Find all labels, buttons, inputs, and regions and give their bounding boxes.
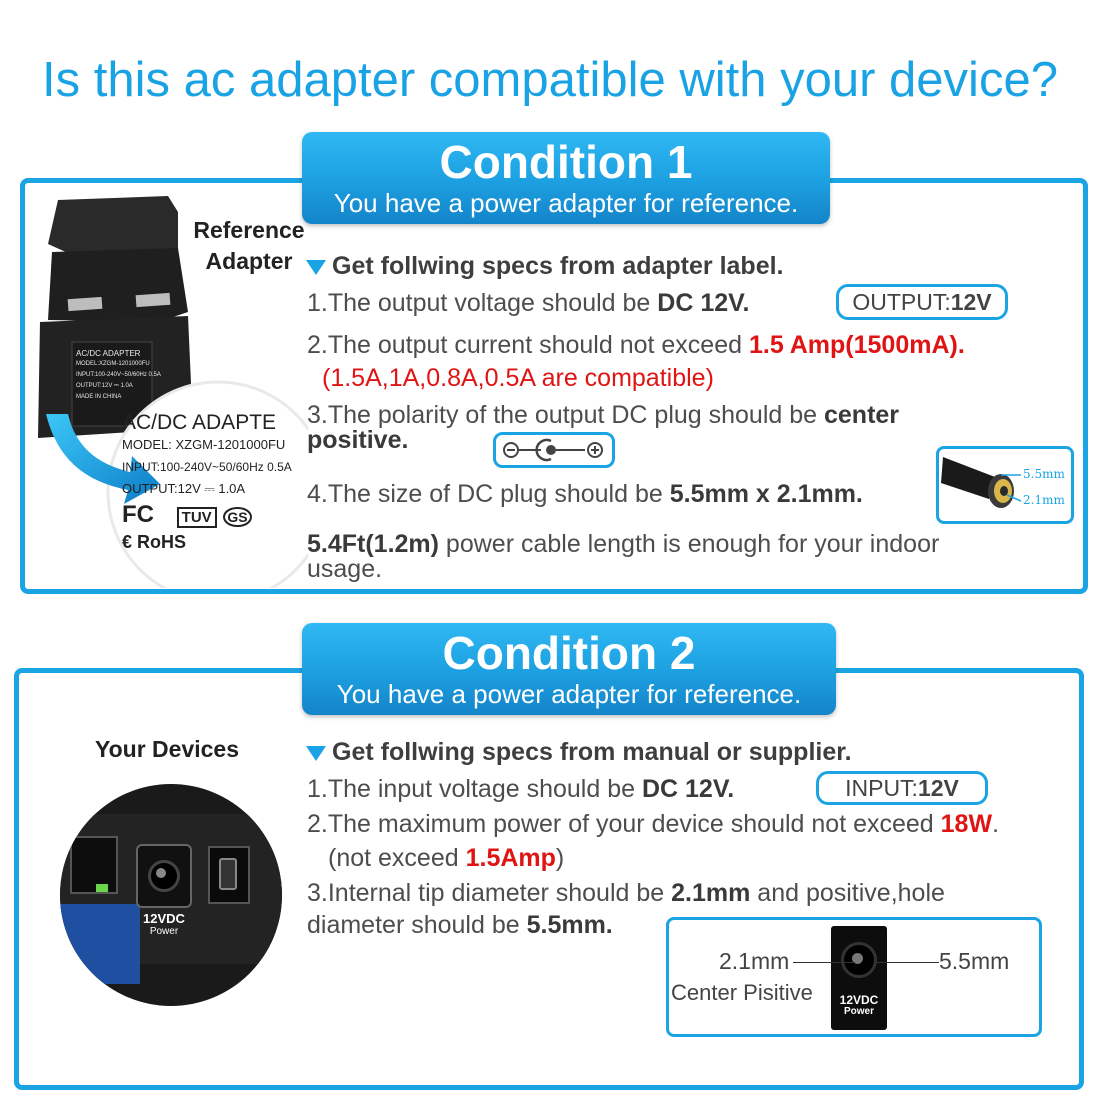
device-photo: 12VDC Power: [60, 784, 282, 1006]
c2-item-2-note-text: (not exceed: [328, 844, 466, 872]
input-badge-value: 12V: [917, 775, 959, 801]
adapter-small-label: AC/DC ADAPTER MODEL:XZGM-1201000FU INPUT…: [76, 348, 161, 403]
c2-item-2-note-end: ): [555, 844, 565, 872]
zoom-input: INPUT:100-240V~50/60Hz 0.5A: [122, 460, 292, 474]
down-triangle-icon: [306, 259, 326, 275]
zoom-model: MODEL: XZGM-1201000FU: [122, 437, 286, 452]
c2-item-2: 2.The maximum power of your device shoul…: [307, 810, 999, 839]
ac-adapter-icon: [38, 196, 308, 588]
c1-item-2-text: 2.The output current should not exceed: [307, 331, 749, 359]
c2-item-2-text: 2.The maximum power of your device shoul…: [307, 810, 941, 838]
page-headline: Is this ac adapter compatible with your …: [42, 53, 1058, 107]
zoom-title: AC/DC ADAPTE: [122, 411, 277, 434]
output-voltage-badge: OUTPUT:12V: [836, 284, 1008, 320]
condition-2-title: Condition 2: [442, 627, 696, 679]
c1-item-2-red: 1.5 Amp(1500mA): [748, 331, 958, 359]
c1-item-3-text: 3.The polarity of the output DC plug sho…: [307, 401, 824, 429]
reference-label-line2: Adapter: [205, 248, 293, 274]
adapter-small-model: MODEL:XZGM-1201000FU: [76, 361, 150, 367]
c2-item-3-cont-text: diameter should be: [307, 911, 527, 939]
jack-right-leader: [875, 962, 939, 963]
c1-item-4: 4.The size of DC plug should be 5.5mm x …: [307, 480, 863, 509]
output-badge-value: 12V: [950, 289, 992, 315]
condition-1-subtitle: You have a power adapter for reference.: [333, 188, 799, 218]
c1-item-3: 3.The polarity of the output DC plug sho…: [307, 401, 899, 430]
plug-label-outer: 5.5mm: [1023, 467, 1065, 481]
condition-1-heading-text: Get follwing specs from adapter label.: [332, 252, 784, 280]
c1-item-3-bold-2: positive.: [307, 426, 409, 454]
c1-item-5-text: power cable length is enough for your in…: [438, 530, 940, 558]
jack-left-leader: [793, 962, 855, 963]
condition-2-banner: Condition 2 You have a power adapter for…: [302, 623, 836, 715]
c1-item-5-bold: 5.4Ft(1.2m): [307, 530, 439, 558]
device-photo-label-1: 12VDC: [143, 911, 185, 926]
adapter-zoom-label: AC/DC ADAPTE MODEL: XZGM-1201000FU INPUT…: [122, 412, 302, 553]
reference-label-line1: Reference: [193, 217, 305, 243]
adapter-small-title: AC/DC ADAPTER: [76, 349, 141, 358]
c1-item-3-cont: positive.: [307, 426, 408, 455]
c2-item-1: 1.The input voltage should be DC 12V.: [307, 775, 734, 804]
jack-right-label: 5.5mm: [939, 948, 1010, 974]
zoom-fc-mark: FC: [122, 501, 154, 528]
your-devices-label: Your Devices: [94, 736, 240, 762]
jack-label: 12VDC Power: [831, 994, 887, 1018]
condition-2-heading: Get follwing specs from manual or suppli…: [306, 738, 852, 767]
condition-2-heading-text: Get follwing specs from manual or suppli…: [332, 738, 852, 766]
reference-adapter-label: Reference Adapter: [186, 215, 312, 277]
c2-item-2-red: 18W: [940, 810, 993, 838]
dc-plug-box: 5.5mm 2.1mm: [936, 446, 1074, 524]
input-badge-label: INPUT:: [845, 775, 918, 801]
polarity-center-positive-icon: [493, 432, 615, 468]
c2-item-3-rest: and positive,hole: [750, 879, 945, 907]
jack-label-2: Power: [843, 1006, 874, 1017]
c2-item-3: 3.Internal tip diameter should be 2.1mm …: [307, 879, 945, 908]
adapter-small-made: MADE IN CHINA: [76, 394, 122, 400]
c1-item-1-text: 1.The output voltage should be: [307, 289, 658, 317]
c2-item-2-note: (not exceed 1.5Amp): [328, 844, 564, 873]
c1-item-1: 1.The output voltage should be DC 12V.: [307, 289, 749, 318]
input-voltage-badge: INPUT:12V: [816, 771, 988, 805]
zoom-ce-rohs-mark: € RoHS: [122, 532, 187, 552]
c2-item-1-bold: DC 12V.: [641, 775, 735, 803]
zoom-gs-mark: GS: [223, 507, 252, 527]
dc-jack-icon: 12VDC Power: [831, 926, 887, 1030]
zoom-output: OUTPUT:12V ⎓ 1.0A: [122, 481, 246, 496]
adapter-small-output: OUTPUT:12V ⎓ 1.0A: [76, 383, 133, 389]
adapter-small-input: INPUT:100-240V~50/60Hz 0.5A: [76, 372, 161, 378]
condition-2-subtitle: You have a power adapter for reference.: [336, 679, 802, 709]
down-triangle-icon: [306, 745, 326, 761]
zoom-tuv-mark: TUV: [176, 507, 217, 528]
device-photo-label-2: Power: [149, 926, 179, 937]
c1-item-5: 5.4Ft(1.2m) power cable length is enough…: [307, 530, 939, 559]
jack-label-1: 12VDC: [839, 993, 879, 1007]
dc-jack-box: 12VDC Power 2.1mm Center Pisitive 5.5mm: [666, 917, 1042, 1037]
c1-item-2-note: (1.5A,1A,0.8A,0.5A are compatible): [322, 364, 714, 392]
c2-item-3-text: 3.Internal tip diameter should be: [307, 879, 672, 907]
output-badge-label: OUTPUT:: [852, 289, 951, 315]
c2-item-3-bold: 2.1mm: [671, 879, 751, 907]
c2-item-3-cont: diameter should be 5.5mm.: [307, 911, 613, 940]
condition-1-heading: Get follwing specs from adapter label.: [306, 252, 784, 281]
c2-item-2-note-red: 1.5Amp: [465, 844, 556, 872]
c1-item-5-cont: usage.: [307, 555, 383, 583]
dc-plug-icon: [941, 457, 1021, 508]
c2-item-2-end: .: [992, 810, 1000, 838]
c1-item-4-text: 4.The size of DC plug should be: [307, 480, 670, 508]
c1-item-4-bold: 5.5mm x 2.1mm.: [669, 480, 863, 508]
c1-item-1-bold: DC 12V.: [657, 289, 750, 317]
device-photo-label: 12VDC Power: [130, 912, 198, 938]
jack-left-sublabel: Center Pisitive: [671, 980, 813, 1005]
c2-item-1-text: 1.The input voltage should be: [307, 775, 642, 803]
c1-item-2-end: .: [957, 331, 965, 359]
condition-1-title: Condition 1: [439, 136, 693, 188]
c1-item-2: 2.The output current should not exceed 1…: [307, 331, 965, 360]
c1-item-3-bold: center: [824, 401, 900, 429]
c2-item-3-cont-bold: 5.5mm.: [526, 911, 613, 939]
plug-label-inner: 2.1mm: [1023, 493, 1065, 507]
condition-1-banner: Condition 1 You have a power adapter for…: [302, 132, 830, 224]
jack-left-label: 2.1mm: [719, 948, 790, 974]
